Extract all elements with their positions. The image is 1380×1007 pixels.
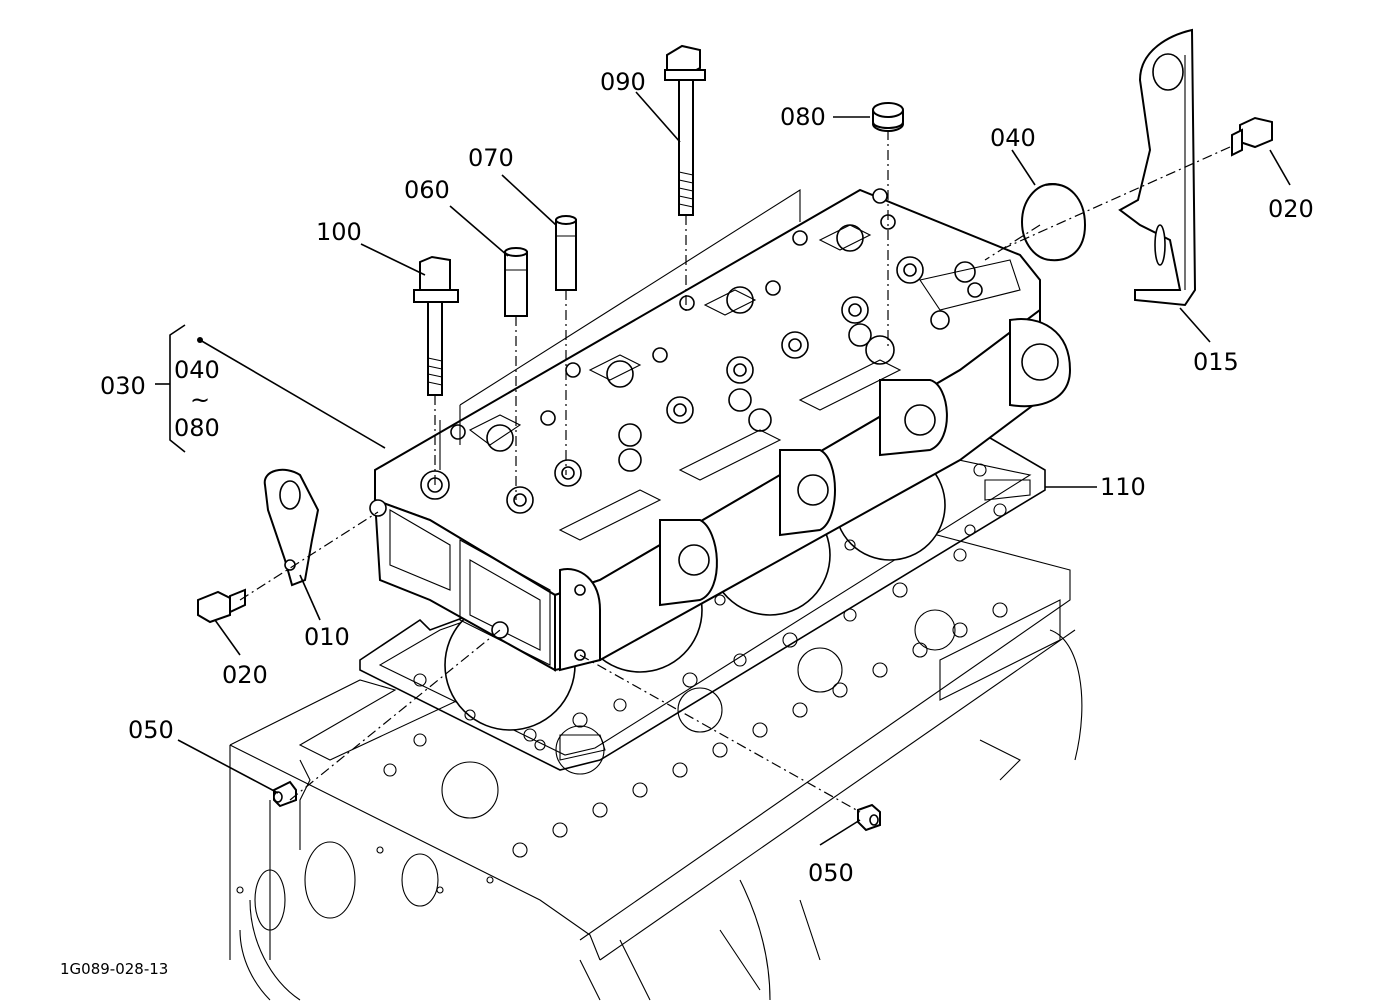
label-070: 070: [468, 144, 514, 172]
cylinder-head: [369, 188, 1072, 672]
label-030: 030: [100, 372, 146, 400]
label-050-right: 050: [808, 859, 854, 887]
guide-060: [504, 247, 528, 317]
dowel-050-left: [273, 780, 297, 808]
label-010: 010: [304, 623, 350, 651]
figure-code: 1G089-028-13: [60, 960, 168, 978]
label-015: 015: [1193, 348, 1239, 376]
hanger-010: [263, 468, 320, 587]
bolt-090: [664, 44, 706, 216]
label-090: 090: [600, 68, 646, 96]
label-050-left: 050: [128, 716, 174, 744]
seal-080: [872, 102, 904, 132]
label-080-top: 080: [780, 103, 826, 131]
dowel-050-right: [857, 803, 881, 832]
callout-labels: 090 080 040 020 070 060 100 015 030 040 …: [60, 68, 1314, 978]
label-020-left: 020: [222, 661, 268, 689]
label-080-range: 080: [174, 414, 220, 442]
label-060: 060: [404, 176, 450, 204]
bolt-020-right: [1231, 116, 1273, 157]
label-040-right: 040: [990, 124, 1036, 152]
label-100: 100: [316, 218, 362, 246]
bracket-015: [1118, 28, 1197, 307]
bolt-020-left: [197, 588, 246, 624]
guide-070: [555, 215, 577, 291]
label-020-right: 020: [1268, 195, 1314, 223]
label-040-range: 040: [174, 356, 220, 384]
label-110: 110: [1100, 473, 1146, 501]
leader-lines: [155, 91, 1291, 846]
plug-040: [1021, 183, 1087, 262]
range-tilde: ~: [190, 386, 210, 414]
bolt-100: [413, 255, 459, 396]
